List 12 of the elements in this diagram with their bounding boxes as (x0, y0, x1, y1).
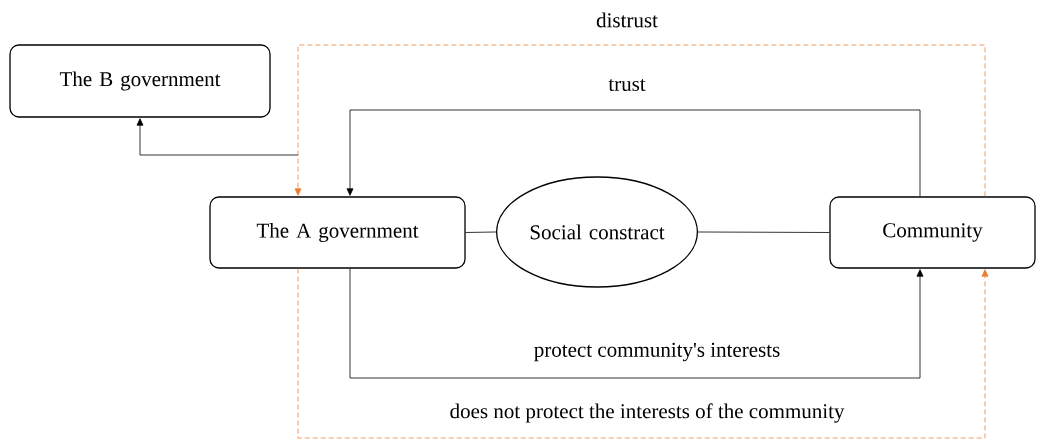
rounded-box: The B government (9, 44, 271, 118)
edge-label: distrust (595, 11, 659, 29)
arrow (349, 268, 924, 379)
edge-label: protect community's interests (532, 341, 782, 363)
rounded-box: Community (829, 196, 1036, 269)
arrow (294, 44, 986, 197)
arrow (136, 118, 299, 156)
arrow (346, 109, 921, 197)
rounded-box: The A government (209, 196, 466, 269)
arrow (297, 268, 989, 439)
edge-label: trust (607, 78, 647, 92)
edge-label: does not protect the interests of the community (448, 402, 846, 424)
